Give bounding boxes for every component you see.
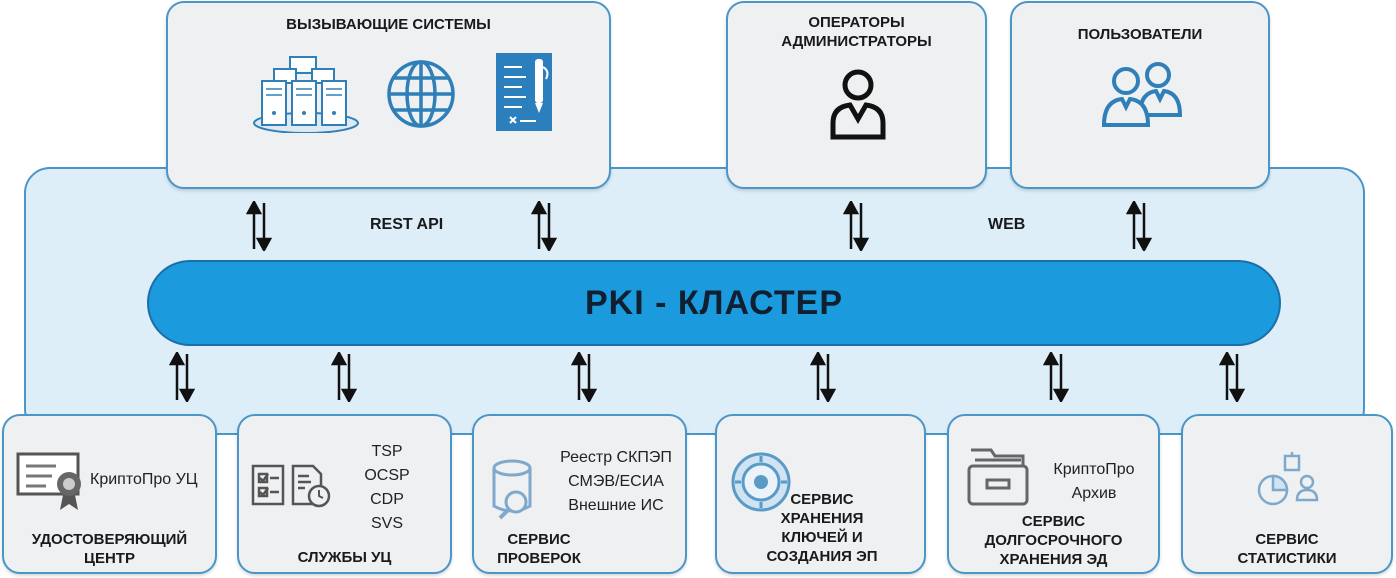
key-storage-service-box: СЕРВИС ХРАНЕНИЯ КЛЮЧЕЙ И СОЗДАНИЯ ЭП xyxy=(715,414,926,574)
bidirectional-arrow-icon xyxy=(1126,201,1152,251)
operators-title: ОПЕРАТОРЫ АДМИНИСТРАТОРЫ xyxy=(781,14,932,50)
operator-icon xyxy=(830,69,886,140)
statistics-icon xyxy=(1257,452,1319,506)
users-icon xyxy=(1101,62,1183,127)
bidirectional-arrow-icon xyxy=(331,352,357,402)
ca-services-items: TSP OCSP CDP SVS xyxy=(364,443,410,532)
key-storage-service-title: СЕРВИС ХРАНЕНИЯ КЛЮЧЕЙ И СОЗДАНИЯ ЭП xyxy=(766,491,878,565)
globe-icon xyxy=(387,60,455,128)
key-safe-icon xyxy=(731,452,791,512)
web-label: WEB xyxy=(988,216,1026,233)
bidirectional-arrow-icon xyxy=(843,201,869,251)
long-term-storage-items: КриптоПро Архив xyxy=(1053,461,1135,502)
certificate-icon xyxy=(16,452,81,510)
operators-box: ОПЕРАТОРЫ АДМИНИСТРАТОРЫ xyxy=(726,1,987,189)
certification-center-title: УДОСТОВЕРЯЮЩИЙ ЦЕНТР xyxy=(31,531,188,567)
statistics-service-box: СЕРВИС СТАТИСТИКИ xyxy=(1181,414,1393,574)
certification-center-box: КриптоПро УЦ УДОСТОВЕРЯЮЩИЙ ЦЕНТР xyxy=(2,414,217,574)
verification-service-title: СЕРВИС ПРОВЕРОК xyxy=(497,531,581,567)
server-cluster-icon xyxy=(253,56,359,133)
bidirectional-arrow-icon xyxy=(246,201,272,251)
bidirectional-arrow-icon xyxy=(1219,352,1245,402)
ca-services-title: СЛУЖБЫ УЦ xyxy=(297,549,392,566)
bidirectional-arrow-icon xyxy=(571,352,597,402)
pki-cluster: PKI - КЛАСТЕР xyxy=(147,260,1281,346)
bidirectional-arrow-icon xyxy=(169,352,195,402)
database-search-icon xyxy=(492,459,532,520)
calling-systems-title: ВЫЗЫВАЮЩИЕ СИСТЕМЫ xyxy=(286,16,491,33)
services-docs-icon xyxy=(251,464,331,508)
users-title: ПОЛЬЗОВАТЕЛИ xyxy=(1077,26,1203,43)
long-term-storage-box: КриптоПро Архив СЕРВИС ДОЛГОСРОЧНОГО ХРА… xyxy=(947,414,1160,574)
ca-services-box: TSP OCSP CDP SVS СЛУЖБЫ УЦ xyxy=(237,414,452,574)
bidirectional-arrow-icon xyxy=(531,201,557,251)
certification-center-items: КриптоПро УЦ xyxy=(90,471,198,488)
bidirectional-arrow-icon xyxy=(1043,352,1069,402)
verification-service-box: Реестр СКПЭП СМЭВ/ЕСИА Внешние ИС СЕРВИС… xyxy=(472,414,687,574)
calling-systems-box: ВЫЗЫВАЮЩИЕ СИСТЕМЫ xyxy=(166,1,611,189)
document-pen-icon xyxy=(496,53,552,131)
rest-api-label: REST API xyxy=(370,216,444,233)
long-term-storage-title: СЕРВИС ДОЛГОСРОЧНОГО ХРАНЕНИЯ ЭД xyxy=(984,513,1123,568)
users-box: ПОЛЬЗОВАТЕЛИ xyxy=(1010,1,1270,189)
bidirectional-arrow-icon xyxy=(810,352,836,402)
archive-drawer-icon xyxy=(967,448,1029,506)
verification-service-items: Реестр СКПЭП СМЭВ/ЕСИА Внешние ИС xyxy=(560,449,672,514)
statistics-service-title: СЕРВИС СТАТИСТИКИ xyxy=(1237,531,1337,567)
